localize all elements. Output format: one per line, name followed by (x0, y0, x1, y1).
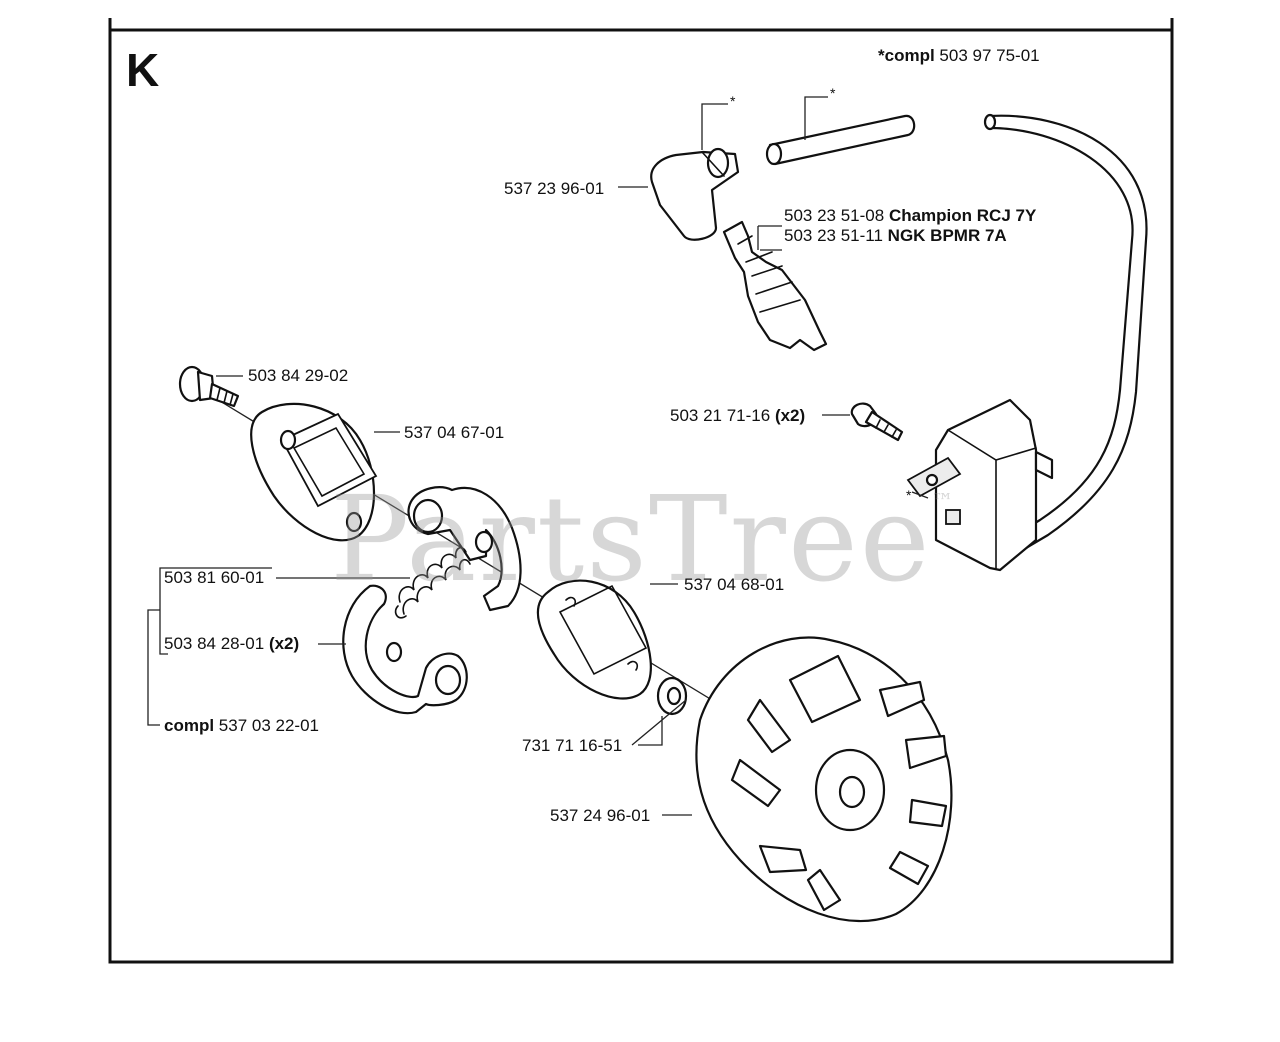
flywheel (695, 636, 953, 923)
washer (656, 676, 688, 716)
asterisk-module: * (906, 487, 912, 503)
clutch-plate-upper (250, 402, 378, 542)
coil-screw (850, 402, 904, 442)
label-spark-plug-champion: 503 23 51-08 Champion RCJ 7Y (784, 206, 1037, 225)
label-plate-upper: 537 04 67-01 (404, 423, 505, 442)
label-clutch-compl: compl 537 03 22-01 (164, 716, 319, 735)
ignition-module (906, 398, 1054, 572)
label-coil-screw: 503 21 71-16 (x2) (670, 406, 806, 425)
section-letter: K (126, 44, 160, 96)
cable-tube (765, 114, 916, 166)
leader-washer (631, 699, 687, 746)
label-plate-lower: 537 04 68-01 (684, 575, 785, 594)
label-bolt: 503 84 29-02 (248, 366, 349, 385)
spark-plug (722, 220, 828, 352)
leader-tube-asterisk (804, 96, 828, 140)
leader-bracket-outer (147, 609, 160, 726)
leader-washer-v (638, 716, 663, 746)
leader-bracket-inner (159, 567, 272, 655)
bolt (178, 365, 240, 408)
diagram-frame (108, 18, 1174, 964)
ignition-lead-end (983, 113, 997, 131)
label-boot: 537 23 96-01 (504, 179, 605, 198)
leader-module-asterisk (911, 491, 929, 499)
label-spark-plug-ngk: 503 23 51-11 NGK BPMR 7A (784, 226, 1007, 245)
label-washer: 731 71 16-51 (522, 736, 623, 755)
label-flywheel: 537 24 96-01 (550, 806, 651, 825)
leader-boot-asterisk (701, 103, 728, 150)
watermark: PartsTree™ (330, 470, 956, 608)
label-shoe: 503 84 28-01 (x2) (164, 634, 300, 653)
ignition-lead-wire (988, 114, 1148, 550)
spark-plug-boot (650, 147, 740, 241)
label-spring: 503 81 60-01 (164, 568, 265, 587)
asterisk-tube: * (830, 85, 836, 101)
clutch-shoe-lower (342, 584, 468, 715)
header-note: *compl 503 97 75-01 (878, 46, 1040, 65)
clutch-spring (394, 546, 471, 619)
clutch-plate-lower (536, 579, 652, 700)
asterisk-boot: * (730, 93, 736, 109)
